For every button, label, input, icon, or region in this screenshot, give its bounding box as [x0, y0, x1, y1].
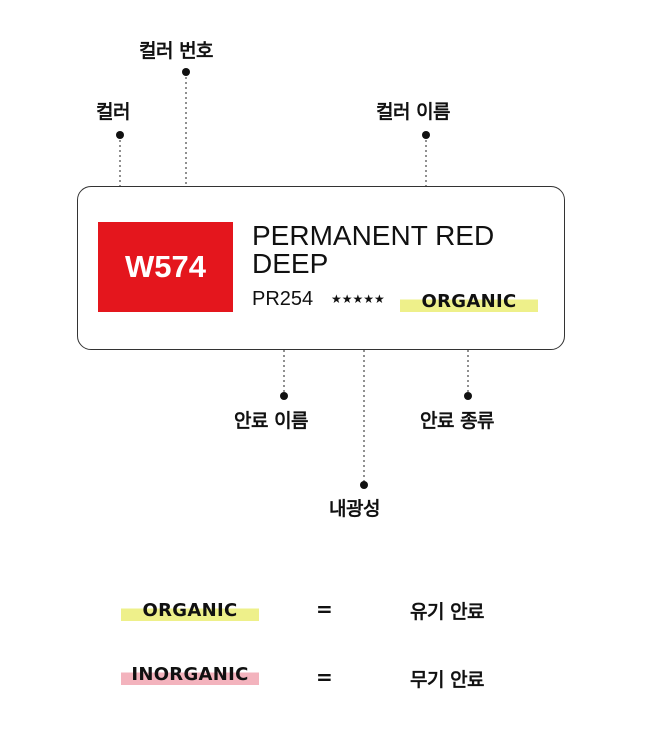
callout-color: 컬러 — [96, 101, 130, 123]
dot-pigment-name — [280, 392, 288, 400]
color-name: PERMANENT RED DEEP — [252, 220, 495, 279]
legend-organic-meaning: 유기 안료 — [410, 601, 485, 623]
lightfastness-stars: ★★★★★ — [331, 292, 385, 306]
dot-pigment-type — [464, 392, 472, 400]
callout-lightfastness: 내광성 — [329, 498, 380, 520]
legend-organic-equals: = — [316, 597, 333, 621]
legend-inorganic-tag: INORGANIC — [121, 660, 259, 685]
legend-inorganic-meaning: 무기 안료 — [410, 669, 485, 691]
callout-color-number: 컬러 번호 — [139, 40, 214, 62]
pigment-type-tag: ORGANIC — [400, 287, 538, 312]
callout-color-name: 컬러 이름 — [376, 101, 451, 123]
color-code-swatch: W574 — [98, 222, 233, 312]
callout-pigment-name: 안료 이름 — [234, 410, 309, 432]
pigment-code: PR254 — [252, 288, 314, 310]
callout-pigment-type: 안료 종류 — [420, 410, 495, 432]
dot-lightfastness — [360, 481, 368, 489]
dot-color-number — [182, 68, 190, 76]
dot-color-name — [422, 131, 430, 139]
legend-inorganic-equals: = — [316, 665, 333, 689]
dot-color — [116, 131, 124, 139]
legend-organic-tag: ORGANIC — [121, 596, 259, 621]
